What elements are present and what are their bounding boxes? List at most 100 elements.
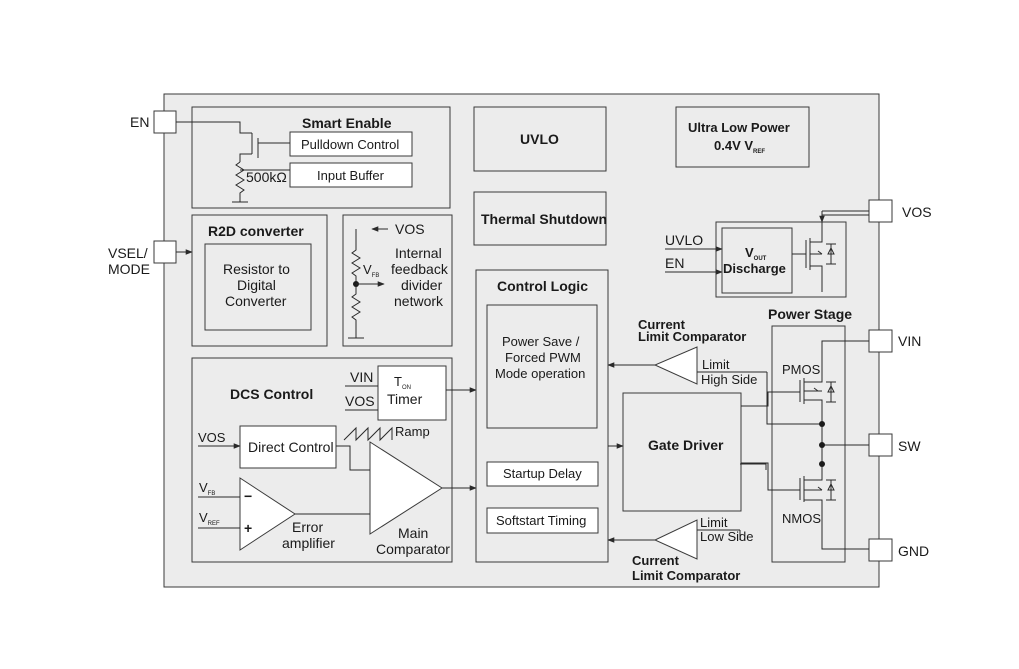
pin-vin-label: VIN <box>898 333 921 349</box>
climit-top-limit: Limit <box>702 357 730 372</box>
input-buffer-label: Input Buffer <box>317 168 385 183</box>
control-logic-block: Control Logic Power Save / Forced PWM Mo… <box>475 269 609 563</box>
power-save-line-3: Mode operation <box>495 366 585 381</box>
pin-vin-box[interactable] <box>868 329 893 353</box>
climit-top-side: High Side <box>701 372 757 387</box>
r2d-line-2: Digital <box>237 277 276 293</box>
pulldown-control-label: Pulldown Control <box>301 137 399 152</box>
climit-bottom-line-2: Limit Comparator <box>632 568 740 583</box>
r2d-line-3: Converter <box>225 293 287 309</box>
feedback-divider-block: VOS VFB Internal feedback divider networ… <box>342 214 453 347</box>
gnd-rail <box>821 512 869 550</box>
direct-control-box <box>239 425 337 469</box>
vfb-input-label: VFB <box>199 480 215 497</box>
feedback-vfb-label: VFB <box>363 262 379 279</box>
r2d-title: R2D converter <box>208 223 304 239</box>
ton-timer-box <box>377 365 447 421</box>
discharge-en-label: EN <box>665 255 684 271</box>
nmos-transistor-icon <box>741 462 836 512</box>
sense-low-wire <box>739 463 767 540</box>
ulp-line-2: 0.4V VREF <box>714 138 765 155</box>
feedback-line-1: Internal <box>395 245 442 261</box>
uvlo-label: UVLO <box>520 131 559 147</box>
input-buffer-box <box>289 162 413 188</box>
node-sw <box>819 442 825 448</box>
pin-en-label: EN <box>130 114 149 130</box>
pmos-label: PMOS <box>782 362 821 377</box>
current-limit-low-side: Current Limit Comparator Limit Low Side <box>607 515 753 583</box>
pin-gnd[interactable]: GND <box>868 538 929 562</box>
pin-vsel-mode[interactable]: VSEL/ MODE <box>108 240 177 277</box>
dcs-title: DCS Control <box>230 386 313 402</box>
pin-sw-box[interactable] <box>868 433 893 457</box>
power-save-line-2: Forced PWM <box>505 350 581 365</box>
main-comparator-icon <box>369 441 443 535</box>
discharge-inner-box <box>721 227 793 294</box>
gate-driver-block: Gate Driver <box>608 392 742 512</box>
vref-input-label: VREF <box>199 510 220 527</box>
gate-driver-label: Gate Driver <box>648 437 724 453</box>
pin-vsel-label-1: VSEL/ <box>108 245 148 261</box>
climit-top-line-2: Limit Comparator <box>638 329 746 344</box>
discharge-label: Discharge <box>723 261 786 276</box>
resistor-500k-icon <box>232 161 248 203</box>
ramp-label: Ramp <box>395 424 430 439</box>
pmos-transistor-icon <box>741 372 836 410</box>
climit-top-line-1: Current <box>638 317 686 332</box>
uvlo-block: UVLO <box>473 106 607 172</box>
timer-label: Timer <box>387 391 423 407</box>
power-stage-title: Power Stage <box>768 306 852 322</box>
thermal-shutdown-label: Thermal Shutdown <box>481 211 607 227</box>
sw-rail <box>821 410 869 468</box>
power-stage-block: Power Stage PMOS NMOS <box>739 306 869 563</box>
vout-discharge-block: VOUT Discharge UVLO EN <box>665 210 869 298</box>
pin-en[interactable]: EN <box>130 110 177 134</box>
feedback-vos-label: VOS <box>395 221 425 237</box>
direct-to-comparator-wire <box>336 445 370 471</box>
error-label-1: Error <box>292 519 323 535</box>
r2d-inner-box <box>204 243 312 331</box>
nmos-label: NMOS <box>782 511 821 526</box>
resistor-500k-label: 500kΩ <box>246 169 287 185</box>
main-comparator-label-1: Main <box>398 525 428 541</box>
discharge-v-label: VOUT <box>745 245 767 262</box>
error-minus: − <box>244 488 252 504</box>
climit-top-comparator-icon <box>653 346 698 385</box>
node-sw-top <box>819 421 825 427</box>
pin-vsel-box[interactable] <box>153 240 177 264</box>
climit-bottom-comparator-icon <box>653 519 698 560</box>
feedback-line-2: feedback <box>391 261 449 277</box>
current-limit-high-side: Current Limit Comparator Limit High Side <box>607 317 767 387</box>
main-comparator-label-2: Comparator <box>376 541 450 557</box>
feedback-line-4: network <box>394 293 444 309</box>
pin-gnd-box[interactable] <box>868 538 893 562</box>
dcs-control-block: DCS Control TON Timer VIN VOS Ramp Direc… <box>191 357 477 563</box>
pin-vos-box[interactable] <box>868 199 893 223</box>
softstart-box <box>486 507 599 534</box>
r2d-converter-block: R2D converter Resistor to Digital Conver… <box>176 214 328 347</box>
control-logic-title: Control Logic <box>497 278 588 294</box>
thermal-shutdown-block: Thermal Shutdown <box>473 191 607 246</box>
sense-high-wire <box>766 372 822 425</box>
climit-bottom-limit: Limit <box>700 515 728 530</box>
dcs-vin-label: VIN <box>350 369 373 385</box>
dcs-vos-label: VOS <box>345 393 375 409</box>
ultra-low-power-block: Ultra Low Power 0.4V VREF <box>675 106 810 168</box>
power-save-box <box>486 304 598 429</box>
pin-en-box[interactable] <box>153 110 177 134</box>
pin-vsel-label-2: MODE <box>108 261 150 277</box>
softstart-label: Softstart Timing <box>496 513 586 528</box>
en-wire <box>176 121 290 162</box>
pulldown-control-box <box>289 131 413 157</box>
node-sw-bottom <box>819 461 825 467</box>
climit-bottom-side: Low Side <box>700 529 753 544</box>
pin-vin[interactable]: VIN <box>868 329 921 353</box>
error-label-2: amplifier <box>282 535 335 551</box>
pin-vos[interactable]: VOS <box>868 199 932 223</box>
ton-label: TON <box>394 374 411 391</box>
vin-rail <box>821 340 869 372</box>
direct-control-label: Direct Control <box>248 439 334 455</box>
pin-sw[interactable]: SW <box>868 433 921 457</box>
startup-delay-box <box>486 461 599 487</box>
